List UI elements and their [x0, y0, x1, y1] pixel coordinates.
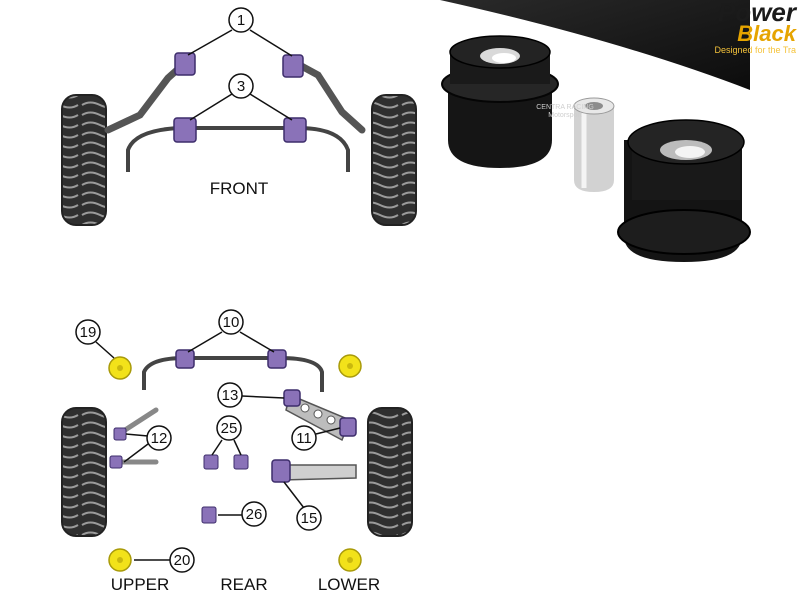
powerflex-black-logo: Power Black Designed for the Tra [714, 0, 796, 56]
svg-text:26: 26 [246, 506, 263, 523]
bush-25-left [203, 454, 219, 470]
upper-label: UPPER [111, 575, 170, 594]
svg-text:19: 19 [80, 324, 97, 341]
front-label: FRONT [210, 179, 269, 198]
callout-10: 10 [187, 309, 275, 353]
callout-20: 20 [134, 547, 195, 573]
callout-26: 26 [218, 501, 267, 527]
svg-text:20: 20 [174, 552, 191, 569]
tyre-front-right [371, 94, 417, 226]
watermark-line2: Motorsport [548, 112, 582, 119]
watermark-line1: CENTRA RACING [536, 104, 594, 111]
rear-upper-link-top [119, 407, 159, 435]
svg-text:25: 25 [221, 420, 238, 437]
bush-3-right [283, 117, 307, 143]
bush-1-left [174, 52, 196, 76]
bush-10-right [267, 349, 287, 369]
svg-text:15: 15 [301, 510, 318, 527]
callout-25: 25 [211, 415, 242, 456]
svg-text:10: 10 [223, 314, 240, 331]
bush-13 [283, 389, 301, 407]
bush-3-left [173, 117, 197, 143]
callout-1: 1 [187, 7, 293, 57]
metal-sleeve-photo [573, 97, 615, 192]
callout-11: 11 [291, 425, 341, 451]
front-axle-diagram: 1 3 FRONT [61, 7, 417, 226]
tyre-rear-right [367, 407, 413, 537]
tyre-rear-left [61, 407, 107, 537]
callout-15: 15 [283, 481, 322, 531]
brand-subtitle: Black [737, 21, 796, 46]
brand-title: Power [717, 0, 796, 27]
bush-1-right [282, 54, 304, 78]
callout-19: 19 [75, 319, 115, 359]
front-right-wishbone [290, 58, 366, 134]
bush-15 [271, 459, 291, 483]
bush-12-bottom [109, 455, 123, 469]
bush-26 [201, 506, 217, 524]
bush-photo-left [441, 35, 559, 168]
bush-12-top [113, 427, 127, 441]
svg-text:1: 1 [237, 12, 245, 29]
product-photo [440, 0, 751, 262]
callout-12: 12 [123, 425, 172, 463]
callout-13: 13 [217, 382, 285, 408]
svg-text:11: 11 [296, 430, 312, 447]
svg-text:3: 3 [237, 78, 245, 95]
callout-3: 3 [189, 73, 293, 121]
svg-text:13: 13 [222, 387, 239, 404]
watermark: CENTRA RACING Motorsport [520, 104, 610, 120]
lower-label: LOWER [318, 575, 380, 594]
rear-lower-arm [281, 464, 357, 481]
svg-text:12: 12 [151, 430, 168, 447]
rear-anti-roll-bar [142, 356, 324, 392]
brand-tagline: Designed for the Tra [714, 45, 796, 55]
bush-photo-right [617, 119, 751, 262]
bush-10-left [175, 349, 195, 369]
rear-label: REAR [220, 575, 267, 594]
tyre-front-left [61, 94, 107, 226]
front-anti-roll-bar [126, 126, 350, 172]
bush-11 [339, 417, 357, 437]
bush-25-right [233, 454, 249, 470]
rear-axle-diagram: 10 19 13 11 12 25 [61, 309, 413, 594]
